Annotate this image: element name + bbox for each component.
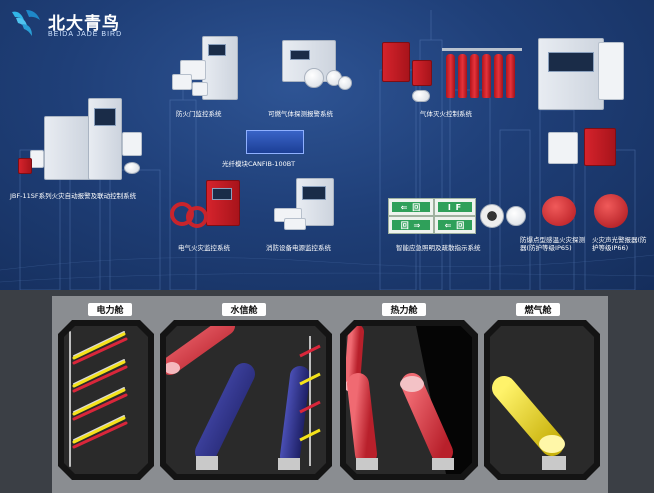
label-heat-compartment: 热力舱 [382,303,426,316]
gas-compartment [484,320,600,480]
caption-acoustic-alarm: 火灾声光警报器(防护等级IP66) [592,236,647,252]
label-power-compartment: 电力舱 [88,303,132,316]
heat-pipe-left [358,384,366,454]
power-monitor-product [270,178,340,240]
caption-ex-heat-detector: 防爆点型感温火灾探测器(防护等级IP65) [520,236,585,252]
tunnel-concrete-frame: 电力舱 [52,296,608,493]
caption-gas-extinguish: 气体灭火控制系统 [420,110,472,118]
caption-power-monitor: 消防设备电源监控系统 [266,244,331,252]
water-pipes [166,326,326,474]
supply-water-pipe-right [290,376,300,456]
pipe-pedestal [542,456,566,470]
exit-sign-3: 回 ⇒ [392,220,430,230]
bird-logo-icon [12,10,40,36]
fire-door-monitor-product [170,36,240,106]
heat-compartment [340,320,478,480]
heat-pipes [346,326,472,474]
caption-electrical-fire: 电气火灾监控系统 [178,244,230,252]
supply-water-pipe-left [206,374,244,452]
brand-subtitle: BEIDA JADE BIRD [48,31,123,38]
power-cables [64,326,148,474]
cable-tray-4 [74,416,126,447]
caption-alarm-linkage: JBF-11SF系列火灾自动报警及联动控制系统 [10,192,137,200]
comm-cable-rack [300,336,320,466]
power-compartment [58,320,154,480]
pipe-pedestal [278,458,300,470]
exit-sign-2: I F [438,202,472,212]
brand-logo: 北大青鸟 BEIDA JADE BIRD [10,8,121,38]
product-overview: 北大青鸟 BEIDA JADE BIRD 防火门监控系统 可燃气体探测报警系统 [0,0,654,290]
cable-tray-2 [74,360,126,391]
caption-evac-light: 智能应急照明及疏散指示系统 [396,244,481,252]
fiber-module-product [246,130,304,156]
caption-fire-door: 防火门监控系统 [176,110,222,118]
gas-pipe [490,326,594,474]
exit-sign-4: ⇐ 回 [438,220,472,230]
heat-pipe-right [412,384,442,452]
cable-tray-3 [74,388,126,419]
electrical-fire-product [168,180,248,240]
manual-alarm-product [548,128,624,168]
pipe-pedestal [432,458,454,470]
exit-sign-1: ⇐ 回 [392,202,430,212]
alarm-linkage-product [14,92,152,188]
label-water-compartment: 水信舱 [222,303,266,316]
gas-extinguish-product [382,40,532,110]
brand-name: 北大青鸟 [48,14,120,33]
pipe-pedestal [196,456,218,470]
evac-light-product: ⇐ 回 I F 回 ⇒ ⇐ 回 [388,198,528,238]
explosion-proof-detectors [540,190,636,236]
utility-tunnel-section: 电力舱 [0,290,654,493]
gas-detection-product [282,40,354,102]
label-gas-compartment: 燃气舱 [516,303,560,316]
caption-fiber-module: 光纤模块CANFIB-100BT [222,160,296,168]
controller-cabinet-product [538,38,628,114]
caption-gas-detection: 可燃气体探测报警系统 [268,110,333,118]
fire-water-pipe [170,326,226,366]
gas-pipe-main [504,388,552,444]
water-compartment [160,320,332,480]
city-skyline-background [0,10,654,290]
pipe-pedestal [356,458,378,470]
cable-tray-1 [74,332,126,363]
